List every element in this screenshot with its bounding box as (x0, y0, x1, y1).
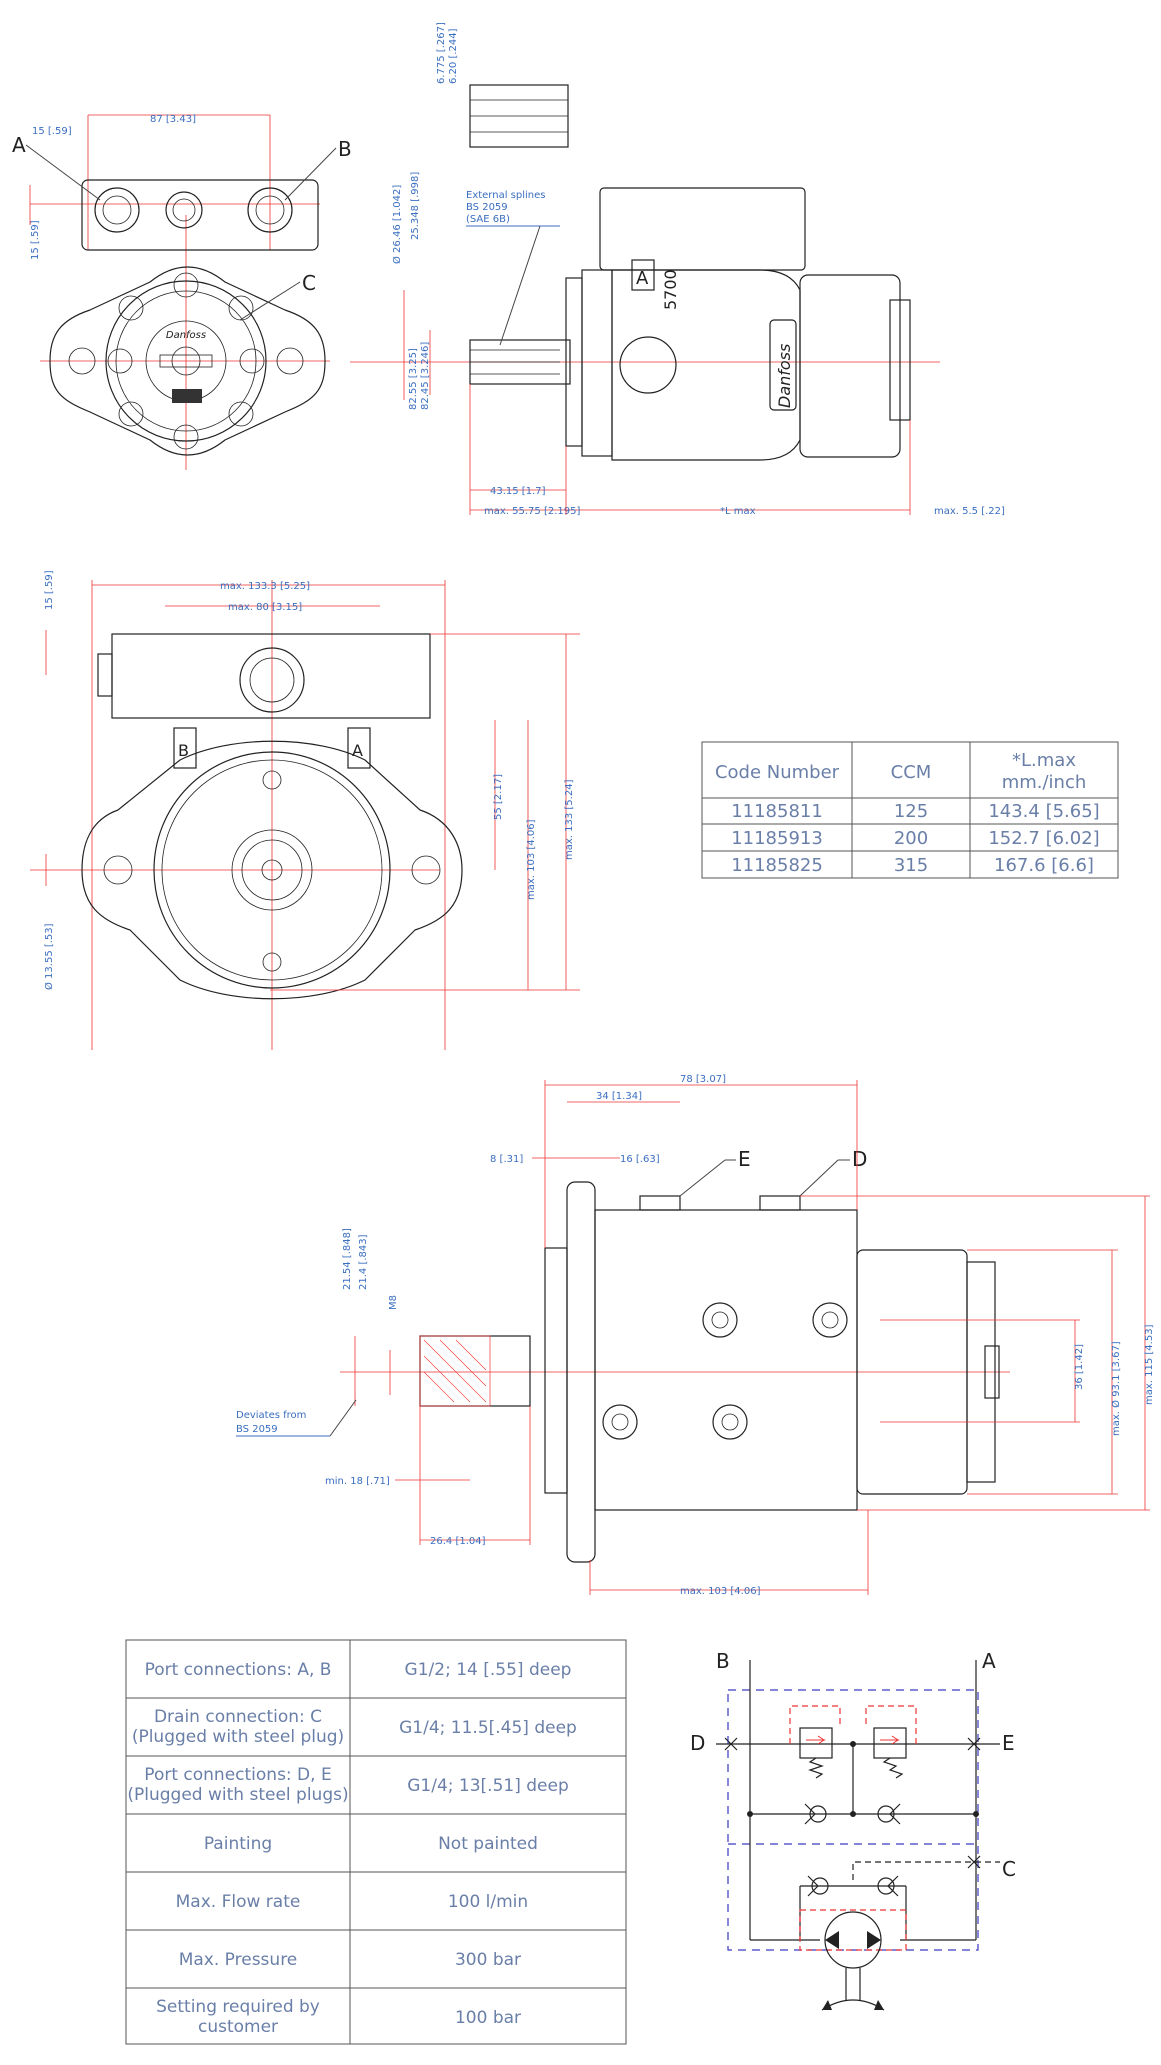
code-table-cell: 200 (894, 828, 928, 849)
code-table-header-code: Code Number (715, 762, 840, 783)
dim-13-55: Ø 13.55 [.53] (43, 923, 55, 990)
dim-15-left: 15 [.59] (30, 220, 41, 260)
dim-15-top: 15 [.59] (32, 126, 72, 137)
dim-min18: min. 18 [.71] (325, 1476, 390, 1487)
dim-34: 34 [1.34] (596, 1091, 642, 1102)
dim-max80: max. 80 [3.15] (228, 602, 302, 613)
code-table-cell: 315 (894, 855, 928, 876)
dim-55: 55 [2.17] (493, 774, 504, 820)
spec-label: Setting required by (156, 1997, 320, 2017)
code-table-cell: 167.6 [6.6] (994, 855, 1094, 876)
spec-label: Max. Pressure (179, 1950, 298, 1970)
label-d-valve: D (852, 1147, 867, 1171)
spec-value: 100 bar (455, 2008, 521, 2028)
dim-max115: max. 115 [4.53] (1144, 1324, 1155, 1405)
view-valve-block: E D 78 [3.07] 34 [1.34] 8 [.31] 16 [.63]… (236, 1074, 1155, 1597)
code-table-cell: 143.4 [5.65] (988, 801, 1099, 822)
dim-m8: M8 (388, 1295, 399, 1310)
dim-max103-rear: max. 103 [4.06] (526, 819, 537, 900)
port-a-side: A (636, 268, 649, 289)
housing-marking: 5700 (661, 269, 680, 310)
dim-lmax: *L max (720, 506, 756, 517)
spec-label: Max. Flow rate (176, 1892, 301, 1912)
spec-label: Painting (204, 1834, 272, 1854)
dim-max103-valve: max. 103 [4.06] (680, 1586, 761, 1597)
deviates-note-2: BS 2059 (236, 1424, 278, 1435)
spec-value: Not painted (438, 1834, 538, 1854)
dim-87: 87 [3.43] (150, 114, 196, 125)
dim-16: 16 [.63] (620, 1154, 660, 1165)
dim-max133: max. 133 [5.24] (564, 779, 575, 860)
spec-value: G1/4; 13[.51] deep (407, 1776, 569, 1796)
dim-max55-75: max. 55.75 [2.195] (484, 506, 580, 517)
schematic-label-d: D (690, 1731, 705, 1755)
schematic-label-b: B (716, 1649, 730, 1673)
dim-82-45: 82.45 [3.246] (420, 342, 431, 410)
code-number-table: Code Number CCM *L.max mm./inch 11185811… (701, 741, 1119, 879)
spline-note-2: BS 2059 (466, 202, 508, 213)
spec-value: G1/2; 14 [.55] deep (405, 1660, 572, 1680)
spec-value: 300 bar (455, 1950, 521, 1970)
spec-value: 100 l/min (448, 1892, 528, 1912)
spec-table: Port connections: A, B G1/2; 14 [.55] de… (125, 1639, 627, 2045)
dim-8: 8 [.31] (490, 1154, 523, 1165)
dim-36: 36 [1.42] (1074, 1344, 1085, 1390)
code-table-header-ccm: CCM (891, 762, 932, 783)
label-a-front: A (12, 133, 26, 157)
spec-label: (Plugged with steel plugs) (127, 1785, 348, 1805)
spline-note-3: (SAE 6B) (466, 214, 510, 225)
code-table-cell: 152.7 [6.02] (988, 828, 1099, 849)
dim-43-15: 43.15 [1.7] (490, 486, 546, 497)
schematic-label-c: C (1002, 1857, 1016, 1881)
code-table-cell: 11185913 (731, 828, 823, 849)
code-table-cell: 11185825 (731, 855, 823, 876)
view-side-top: 6.775 [.267] 6.20 [.244] A 5700 Danfoss … (350, 22, 1005, 517)
dim-26-46: Ø 26.46 [1.042] (391, 185, 403, 264)
dim-max133-3: max. 133.3 [5.25] (220, 581, 310, 592)
spec-label: Port connections: D, E (144, 1765, 331, 1785)
label-e-valve: E (738, 1147, 751, 1171)
dim-78: 78 [3.07] (680, 1074, 726, 1085)
dim-26-4: 26.4 [1.04] (430, 1536, 486, 1547)
code-table-header-unit: mm./inch (1002, 772, 1087, 793)
dim-21-54: 21.54 [.848] (342, 1228, 353, 1290)
spec-label: (Plugged with steel plug) (132, 1727, 344, 1747)
deviates-note-1: Deviates from (236, 1410, 306, 1421)
port-b-rear: B (178, 741, 189, 760)
dim-620: 6.20 [.244] (448, 28, 459, 84)
code-table-cell: 125 (894, 801, 928, 822)
brand-logo-side: Danfoss (775, 344, 794, 408)
spec-label: Drain connection: C (154, 1707, 322, 1727)
code-table-header-lmax: *L.max (1012, 750, 1076, 771)
spec-value: G1/4; 11.5[.45] deep (399, 1718, 577, 1738)
spec-label: customer (198, 2017, 278, 2037)
label-b-front: B (338, 137, 352, 161)
hydraulic-schematic: B A D E C (690, 1649, 1016, 2011)
port-a-rear: A (352, 741, 363, 760)
dim-82-55: 82.55 [3.25] (408, 348, 419, 410)
label-c-front: C (302, 271, 316, 295)
dim-max5-5: max. 5.5 [.22] (934, 506, 1005, 517)
spec-label: Port connections: A, B (145, 1660, 332, 1680)
dim-15-rear: 15 [.59] (44, 570, 55, 610)
dim-25-348: 25.348 [.998] (410, 172, 421, 240)
schematic-label-a: A (982, 1649, 996, 1673)
brand-logo-front: Danfoss (166, 330, 206, 341)
dim-6775: 6.775 [.267] (436, 22, 447, 84)
dim-93-1: max. Ø 93.1 [3.67] (1110, 1341, 1122, 1436)
view-rear: B A max. 133.3 [5.25] max. 80 [3.15] 15 … (30, 570, 580, 1050)
view-front-top: Danfoss 87 [3.43] 15 [.59] 15 [.59] A B … (12, 114, 352, 470)
code-table-cell: 11185811 (731, 801, 823, 822)
schematic-label-e: E (1002, 1731, 1015, 1755)
spline-note-1: External splines (466, 190, 545, 201)
dim-21-4: 21.4 [.843] (358, 1234, 369, 1290)
